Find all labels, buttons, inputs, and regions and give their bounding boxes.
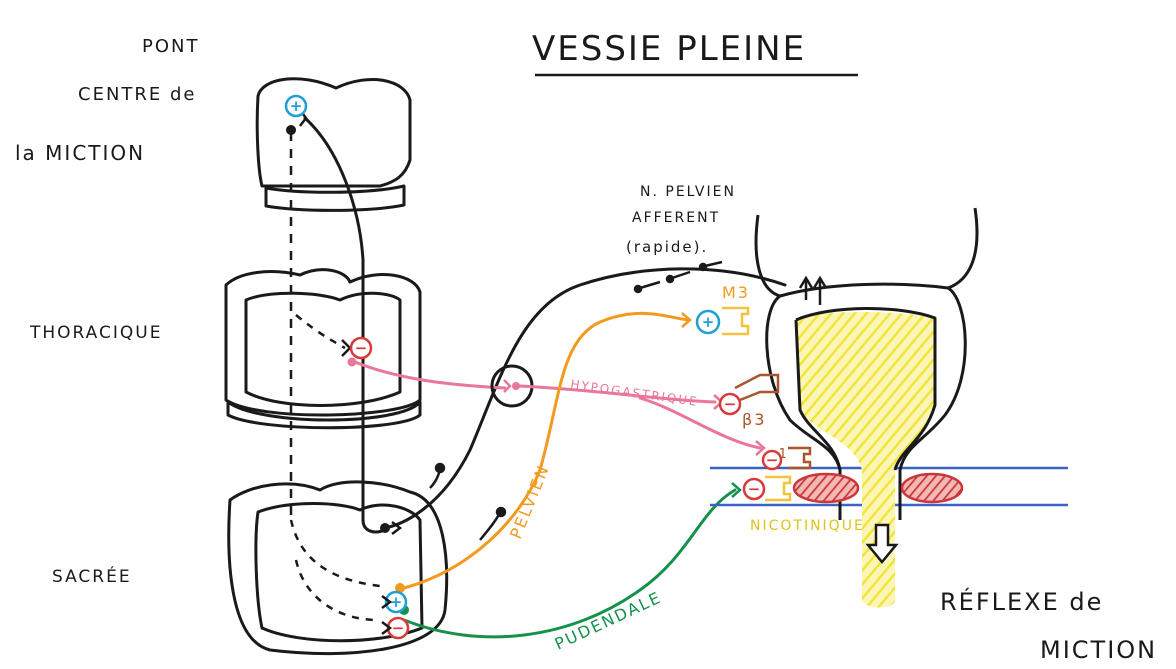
afferent-label-line3: (rapide). bbox=[626, 238, 708, 256]
pont-label: PONT bbox=[142, 36, 199, 57]
svg-text:−: − bbox=[766, 451, 779, 469]
bladder bbox=[710, 208, 1068, 608]
pelvic-efferent-nerve bbox=[404, 313, 688, 588]
svg-text:−: − bbox=[392, 619, 405, 637]
urine bbox=[795, 312, 935, 608]
alpha1-receptor bbox=[788, 448, 810, 468]
svg-text:−: − bbox=[355, 339, 368, 357]
nicotinic-receptor bbox=[765, 477, 790, 500]
minus-sign-alpha1: − bbox=[763, 451, 781, 469]
m3-receptor bbox=[722, 308, 748, 334]
afferent-label-line1: N. PELVIEN bbox=[640, 184, 736, 200]
afferent-label-line2: AFFERENT bbox=[632, 210, 720, 226]
pons-neuron-body bbox=[286, 125, 296, 135]
pelvien-label: PELVIEN bbox=[506, 461, 553, 541]
minus-sign-nicotinic: − bbox=[744, 479, 764, 499]
sacral-synapse-body bbox=[380, 523, 390, 533]
thoracic-pink-neuron bbox=[348, 358, 357, 367]
svg-text:+: + bbox=[702, 313, 715, 331]
external-sphincter-right bbox=[902, 474, 962, 502]
pons-section bbox=[257, 79, 410, 211]
plus-sign-pons: + bbox=[286, 96, 306, 116]
svg-text:−: − bbox=[724, 395, 737, 413]
hypogastric-label: HYPOGASTRIQUE bbox=[570, 377, 700, 409]
afferent-ascending-fibre bbox=[305, 118, 385, 532]
miction-center-label: la MICTION bbox=[15, 141, 145, 165]
minus-sign-thoracic: − bbox=[351, 338, 371, 358]
afferent-direction-arrows bbox=[635, 262, 722, 292]
thoracique-label: THORACIQUE bbox=[29, 323, 162, 343]
centre-label: CENTRE de bbox=[78, 84, 197, 105]
sacral-section bbox=[229, 482, 447, 654]
m3-label: M3 bbox=[722, 283, 750, 302]
diagram-title: VESSIE PLEINE bbox=[532, 29, 806, 69]
external-sphincter-left bbox=[794, 474, 858, 502]
nicotinique-label: NICOTINIQUE bbox=[750, 518, 865, 534]
plus-sign-m3: + bbox=[697, 311, 719, 333]
beta3-label: β3 bbox=[742, 410, 766, 429]
dashed-tract-thoracic bbox=[296, 315, 345, 348]
svg-text:+: + bbox=[290, 97, 303, 115]
svg-text:−: − bbox=[748, 480, 761, 498]
dashed-tract-sacral-2 bbox=[296, 560, 378, 620]
pudendal-nerve bbox=[404, 490, 735, 637]
reflexe-label: RÉFLEXE de bbox=[940, 587, 1103, 616]
minus-sign-beta3: − bbox=[720, 394, 740, 414]
sacree-label: SACRÉE bbox=[52, 565, 132, 587]
thoracic-section bbox=[226, 270, 420, 428]
miction-label: MICTION bbox=[1040, 636, 1157, 664]
pudendale-label: PUDENDALE bbox=[552, 587, 665, 653]
